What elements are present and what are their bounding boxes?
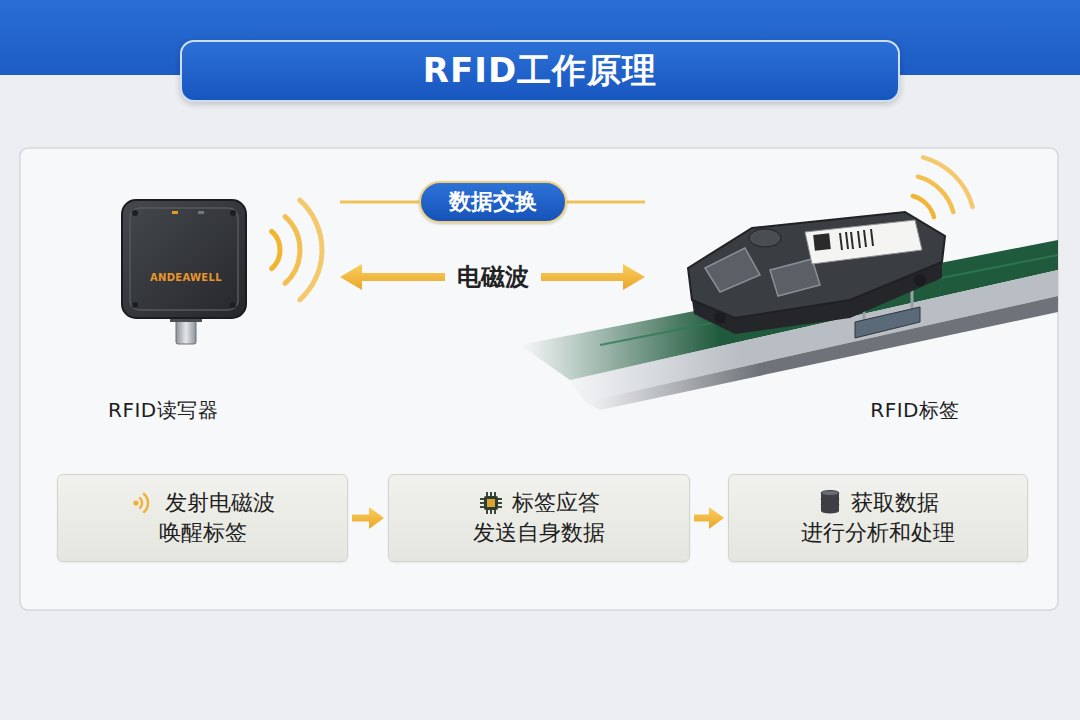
- step-body: 发送自身数据: [473, 518, 605, 548]
- db-layer-top: [821, 491, 839, 496]
- chip-icon-pins: [480, 492, 502, 514]
- edge-label: 电磁波: [445, 261, 541, 293]
- shape-rect: [130, 208, 238, 310]
- step-heading: 获取数据: [851, 488, 939, 518]
- step-heading: 发射电磁波: [165, 488, 275, 518]
- process-step-box: 发射电磁波唤醒标签: [57, 474, 348, 562]
- chip-pin: [480, 498, 484, 500]
- chip-pin: [498, 502, 502, 504]
- shape-circle: [230, 210, 236, 216]
- db-layer-top: [821, 497, 839, 502]
- shape-path: [918, 177, 953, 212]
- chip-pin: [486, 492, 488, 496]
- wave-icon-arc: [140, 498, 142, 508]
- shape-g: [840, 229, 873, 250]
- db-layer-bottom: [821, 503, 839, 508]
- chip-icon: [478, 490, 504, 516]
- wave-icon: [131, 490, 157, 516]
- step-body: 唤醒标签: [159, 518, 247, 548]
- database-icon: [817, 490, 843, 516]
- edge-label-pill: 数据交换: [419, 181, 567, 223]
- reader-waves: [272, 200, 322, 300]
- shape-line: [840, 233, 842, 250]
- chip-pin: [494, 492, 496, 496]
- shape-rect: [198, 211, 204, 214]
- step-row: 进行分析和处理: [801, 518, 955, 548]
- device-caption: RFID读写器: [108, 397, 218, 424]
- conveyor-rail: [520, 240, 1058, 410]
- content-panel: [20, 148, 1058, 610]
- db-layer-bottom: [821, 509, 839, 514]
- device-node: RFID读写器: [100, 185, 340, 430]
- shape-rect: [813, 233, 831, 251]
- shape-circle: [230, 302, 236, 308]
- process-step-box: 获取数据进行分析和处理: [728, 474, 1028, 562]
- shape-path: [272, 231, 280, 268]
- shape-path: [285, 217, 300, 284]
- shape-line: [871, 229, 873, 246]
- wave-icon-dot: [133, 500, 138, 505]
- shape-path: [913, 196, 934, 217]
- db-layer-bottom: [821, 497, 839, 502]
- shape-circle: [132, 302, 138, 308]
- step-body: 进行分析和处理: [801, 518, 955, 548]
- shape-polygon: [688, 212, 945, 318]
- chip-pin: [486, 510, 488, 514]
- shape-circle: [714, 312, 726, 324]
- shape-polygon: [705, 248, 760, 292]
- chip-pin: [494, 510, 496, 514]
- process-step-box: 标签应答发送自身数据: [388, 474, 690, 562]
- shape-line: [851, 232, 853, 249]
- shape-path: [923, 157, 973, 207]
- step-row: 发送自身数据: [473, 518, 605, 548]
- shape-line: [864, 230, 866, 247]
- step-row: 标签应答: [478, 488, 600, 518]
- flow-arrow: [352, 507, 384, 529]
- tag-waves: [913, 157, 973, 217]
- chip-pin: [498, 498, 502, 500]
- flow-arrow: [694, 507, 724, 529]
- chip-pin: [480, 506, 484, 508]
- shape-rect: [122, 200, 246, 318]
- shape-line: [858, 231, 860, 248]
- shape-rect: [172, 211, 178, 214]
- chip-pin: [480, 502, 484, 504]
- shape-path: [300, 200, 322, 300]
- device-caption: RFID标签: [870, 397, 960, 424]
- chip-pin: [498, 506, 502, 508]
- shape-ellipse: [749, 229, 781, 247]
- title-banner: RFID工作原理: [180, 40, 900, 102]
- step-heading: 标签应答: [512, 488, 600, 518]
- db-layer-top: [821, 503, 839, 508]
- shape-polygon: [770, 259, 820, 296]
- shape-polygon: [805, 220, 922, 264]
- device-node: RFID标签: [645, 185, 1015, 430]
- brand-label: ANDEAWELL: [150, 272, 222, 283]
- wave-icon-arc: [144, 494, 148, 512]
- shape-polygon: [855, 307, 920, 338]
- shape-line: [846, 232, 848, 249]
- rfid-reader-illustration: [122, 200, 246, 344]
- step-row: 获取数据: [817, 488, 939, 518]
- step-row: 发射电磁波: [131, 488, 275, 518]
- step-row: 唤醒标签: [159, 518, 247, 548]
- chip-body: [484, 496, 498, 510]
- chip-core: [487, 499, 495, 507]
- chip-pin: [490, 510, 492, 514]
- shape-circle: [914, 274, 926, 286]
- tag-carrier-illustration: [688, 212, 945, 334]
- shape-circle: [132, 210, 138, 216]
- chip-pin: [490, 492, 492, 496]
